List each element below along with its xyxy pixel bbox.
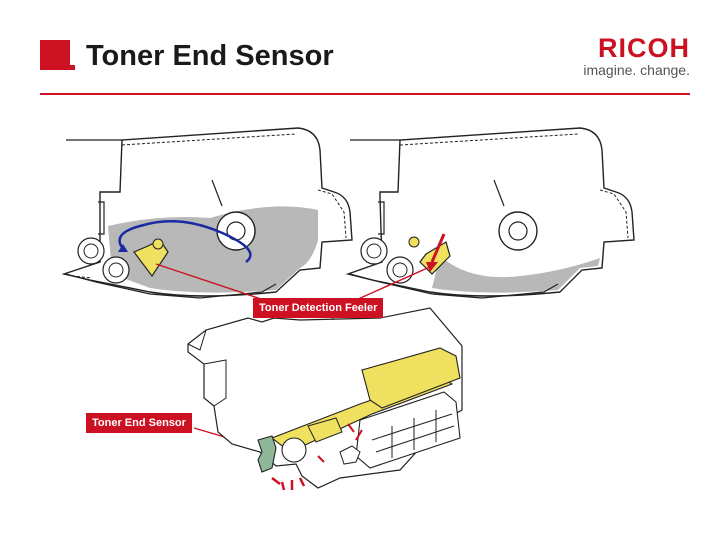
brand-tagline: imagine. change. (583, 62, 690, 78)
cross-section-left (61, 127, 353, 299)
sensor-signal-marks (271, 477, 306, 491)
title-bullet-dot (70, 65, 75, 70)
toner-fill-right (432, 256, 600, 293)
ricoh-logo: RICOH imagine. change. (583, 34, 690, 78)
title-bullet-square (40, 40, 70, 70)
toner-unit-isometric (187, 307, 463, 491)
cross-section-right (345, 127, 635, 299)
toner-end-sensor-body (257, 435, 277, 473)
toner-fill-left (108, 206, 318, 293)
slide-title: Toner End Sensor (86, 40, 334, 72)
title-divider (40, 93, 690, 95)
rotation-arrow (118, 219, 252, 263)
callout-toner-end-sensor: Toner End Sensor (86, 413, 192, 433)
brand-name: RICOH (598, 33, 690, 63)
callout-toner-detection-feeler: Toner Detection Feeler (253, 298, 384, 318)
